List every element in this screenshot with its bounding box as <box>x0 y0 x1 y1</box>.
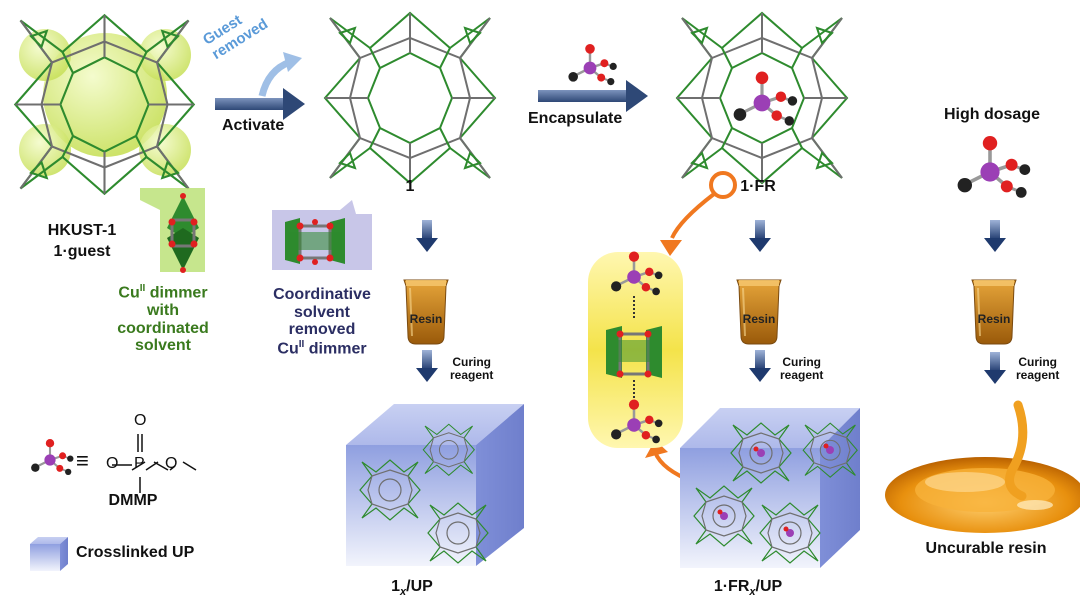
coordinative-text: Coordinative <box>273 286 371 303</box>
down-arrow-1 <box>416 220 438 252</box>
activate-label: Activate <box>222 117 285 134</box>
curing-text-2: Curing <box>782 355 822 369</box>
dmmp-structure <box>30 434 197 493</box>
mof-1fr-framework <box>676 12 848 184</box>
cube-1x-up <box>346 404 524 566</box>
product-1x-suffix: /UP <box>406 578 433 595</box>
curing-text-3: Curing <box>1018 355 1058 369</box>
reagent-text-1: reagent <box>450 368 494 383</box>
cube-1frx-up <box>680 408 860 568</box>
high-dosage-label: High dosage <box>943 106 1041 123</box>
down-arrow-2 <box>416 350 438 382</box>
with-text: with <box>147 301 179 319</box>
solvent2-text: solvent <box>293 303 351 321</box>
product-1frx-up-label: 1·FRx/UP <box>714 578 782 598</box>
cu-dimer-removed-icon <box>272 200 372 270</box>
product-1x-sub: x <box>400 586 407 599</box>
cu-dimer-coordinated-icon <box>140 188 205 273</box>
high-dosage-molecule <box>955 134 1032 200</box>
coordinated-text: coordinated <box>117 319 209 337</box>
uncurable-resin-image <box>885 400 1080 533</box>
resin-label-2: Resin <box>742 312 776 326</box>
cu2-oxidation-sup: II <box>298 338 305 350</box>
cu-oxidation-sup: II <box>139 283 146 294</box>
encapsulate-arrow <box>538 42 648 112</box>
dmmp-phosphorus: P <box>134 455 145 472</box>
solvent-text: solvent <box>134 337 191 355</box>
dimmer-text: dimmer <box>145 284 208 302</box>
activate-arrow <box>215 52 305 120</box>
dmmp-oxygen-top: O <box>134 412 147 429</box>
encapsulated-dimer-detail <box>588 250 683 448</box>
encapsulate-label: Encapsulate <box>528 110 623 127</box>
dmmp-oxygen-right: O <box>165 455 178 472</box>
dmmp-equivalence: ≡ <box>76 448 89 473</box>
down-arrow-5 <box>984 220 1006 252</box>
down-arrow-6 <box>984 352 1006 384</box>
removed2-text: removed <box>288 321 356 339</box>
guest-label: 1·guest <box>53 243 111 260</box>
reagent-text-3: reagent <box>1016 368 1060 383</box>
product-1x-up-label: 1x/UP <box>391 578 433 598</box>
hkust1-guest-framework <box>14 14 195 195</box>
dmmp-oxygen-left: O <box>106 455 119 472</box>
mof-1-label: 1 <box>405 178 415 195</box>
cu-dimer-coordinated-label: CuII dimmer with coordinated solvent <box>117 283 209 355</box>
cu2-text: Cu <box>277 340 299 358</box>
mof-1fr-label: 1·FR <box>740 178 776 195</box>
mof-1-framework <box>324 12 496 184</box>
hkust1-label: HKUST-1 <box>47 222 117 239</box>
product-1x-base: 1 <box>391 578 401 595</box>
product-1frx-suffix: /UP <box>755 578 783 595</box>
crosslinked-up-legend-icon <box>30 537 68 571</box>
crosslinked-up-label: Crosslinked UP <box>76 544 195 561</box>
uncurable-resin-label: Uncurable resin <box>925 540 1047 557</box>
reagent-text-2: reagent <box>780 368 824 383</box>
down-arrow-3 <box>749 220 771 252</box>
product-1frx-sub: x <box>749 586 756 599</box>
down-arrow-4 <box>749 350 771 382</box>
resin-label-1: Resin <box>409 312 443 326</box>
dmmp-label: DMMP <box>108 492 158 509</box>
dimmer2-text: dimmer <box>304 340 367 358</box>
cu-text: Cu <box>118 284 140 302</box>
coordinative-solvent-removed-label: Coordinative solvent removed CuII dimmer <box>273 286 371 358</box>
product-1frx-base: 1·FR <box>713 578 750 595</box>
curing-text-1: Curing <box>452 355 492 369</box>
resin-label-3: Resin <box>977 312 1011 326</box>
